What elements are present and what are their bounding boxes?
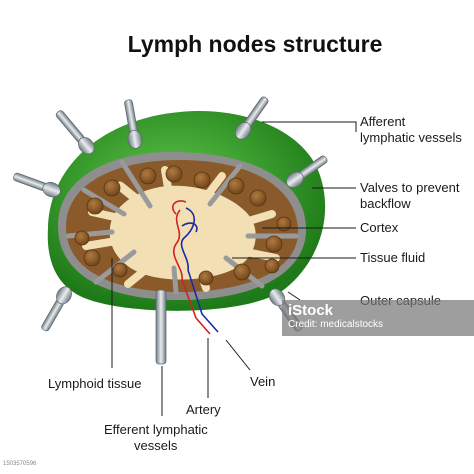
label-tissue-fluid: Tissue fluid (360, 250, 425, 265)
label-vein: Vein (250, 374, 275, 389)
diagram-title: Lymph nodes structure (128, 31, 383, 57)
label-cortex: Cortex (360, 220, 399, 235)
label-efferent-2: vessels (134, 438, 178, 453)
blood-vessels (171, 200, 219, 335)
label-efferent-1: Efferent lymphatic (104, 422, 208, 437)
afferent-vessels (13, 96, 328, 332)
label-afferent-1: Afferent (360, 114, 406, 129)
watermark-credit: Credit: medicalstocks (288, 319, 384, 330)
watermark-logo: iStock (288, 302, 334, 319)
label-valves-2: backflow (360, 196, 411, 211)
label-artery: Artery (186, 402, 221, 417)
label-valves-1: Valves to prevent (360, 180, 460, 195)
watermark-banner: iStock Credit: medicalstocks (282, 300, 474, 336)
efferent-vessel (155, 289, 167, 365)
watermark-id: 1503570596 (3, 461, 37, 467)
label-lymphoid-tissue: Lymphoid tissue (48, 376, 141, 391)
follicles (74, 165, 292, 286)
leader-lines (111, 121, 357, 416)
label-afferent-2: lymphatic vessels (360, 130, 462, 145)
